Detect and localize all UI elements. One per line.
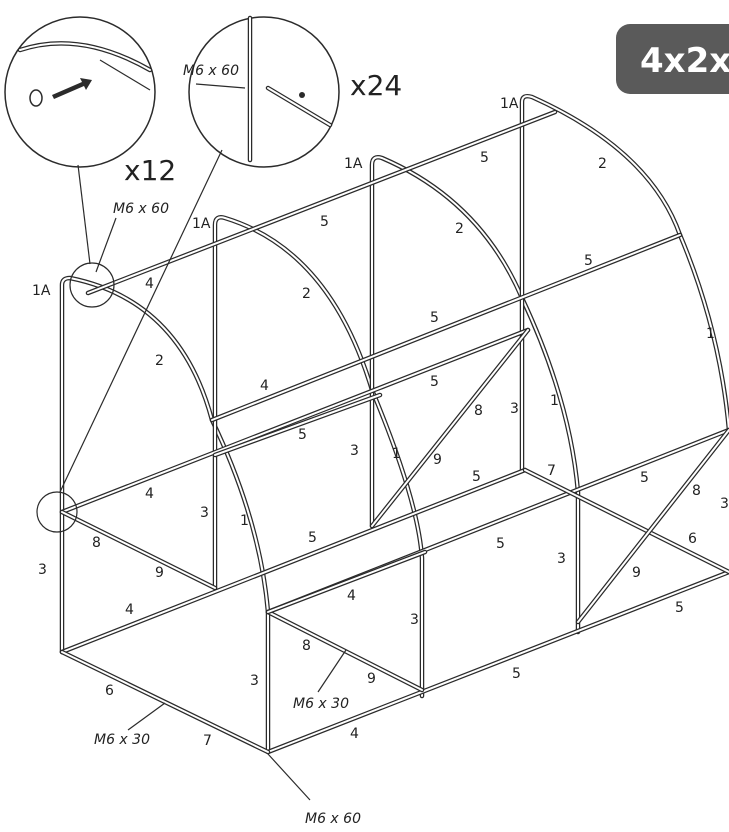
part-label: 7	[547, 463, 556, 479]
part-label: 4	[145, 276, 154, 292]
part-label: 2	[598, 156, 607, 172]
part-label: 8	[474, 403, 483, 419]
part-label: 5	[430, 374, 439, 390]
part-label: 9	[632, 565, 641, 581]
part-label: 5	[472, 469, 481, 485]
part-label: 9	[155, 565, 164, 581]
callout-left-marker	[69, 262, 115, 308]
part-label: 1	[706, 326, 715, 342]
part-label: 5	[308, 530, 317, 546]
callout-right: M6 x 60 x24	[36, 15, 402, 533]
callout-right-marker	[36, 491, 78, 533]
callout-right-count: x24	[350, 69, 402, 102]
part-label: 3	[720, 496, 729, 512]
end-cap-icon	[29, 89, 43, 107]
part-label: 3	[250, 673, 259, 689]
part-label: 2	[302, 286, 311, 302]
bolt-icon	[195, 83, 246, 89]
part-label: 3	[200, 505, 209, 521]
bolt-label: M6 x 30	[94, 732, 150, 748]
callout-left-count: x12	[124, 154, 176, 187]
part-label: 5	[480, 150, 489, 166]
frame-labels: 1A 1A 1A 1A 2 2 2 2 1 1 1 1 3 3 3 3 3 3 …	[32, 96, 729, 749]
part-label: 5	[430, 310, 439, 326]
part-label: 4	[347, 588, 356, 604]
part-label: 6	[688, 531, 697, 547]
part-label: 8	[302, 638, 311, 654]
part-label: 4	[260, 378, 269, 394]
part-label: 2	[455, 221, 464, 237]
bolt-label: M6 x 60	[113, 201, 169, 217]
frame-pipes	[59, 93, 729, 755]
part-label: 8	[92, 535, 101, 551]
part-label: 3	[557, 551, 566, 567]
part-label: 5	[640, 470, 649, 486]
bolt-labels: M6 x 60 M6 x 30 M6 x 30 M6 x 60	[94, 201, 361, 827]
part-label: 3	[38, 562, 47, 578]
part-label: 1	[392, 446, 401, 462]
part-label: 3	[410, 612, 419, 628]
part-label: 2	[155, 353, 164, 369]
part-label: 6	[105, 683, 114, 699]
callout-left-circle	[4, 16, 156, 168]
part-label: 5	[675, 600, 684, 616]
part-label: 3	[350, 443, 359, 459]
arrow-icon	[52, 78, 92, 99]
part-label: 1	[240, 513, 249, 529]
part-label: 3	[510, 401, 519, 417]
part-label: 4	[125, 602, 134, 618]
part-label: 5	[584, 253, 593, 269]
part-label: 5	[512, 666, 521, 682]
size-badge: 4x2x	[616, 24, 729, 94]
callout-left: x12	[4, 16, 176, 308]
part-label: 5	[320, 214, 329, 230]
part-label: 1A	[32, 283, 51, 299]
part-label: 1A	[344, 156, 363, 172]
part-label: 1A	[192, 216, 211, 232]
part-label: 1A	[500, 96, 519, 112]
part-label: 1	[550, 393, 559, 409]
part-label: 4	[145, 486, 154, 502]
size-badge-text: 4x2x	[640, 41, 729, 81]
part-label: 8	[692, 483, 701, 499]
part-label: 5	[298, 427, 307, 443]
part-label: 5	[496, 536, 505, 552]
callout-right-bolt-label: M6 x 60	[183, 63, 239, 79]
nut-icon	[299, 92, 305, 98]
callout-right-circle	[188, 16, 340, 168]
bolt-label: M6 x 60	[305, 811, 361, 827]
part-label: 4	[350, 726, 359, 742]
part-label: 7	[203, 733, 212, 749]
bolt-label: M6 x 30	[293, 696, 349, 712]
size-badge-background	[616, 24, 729, 94]
part-label: 9	[367, 671, 376, 687]
part-label: 9	[433, 452, 442, 468]
